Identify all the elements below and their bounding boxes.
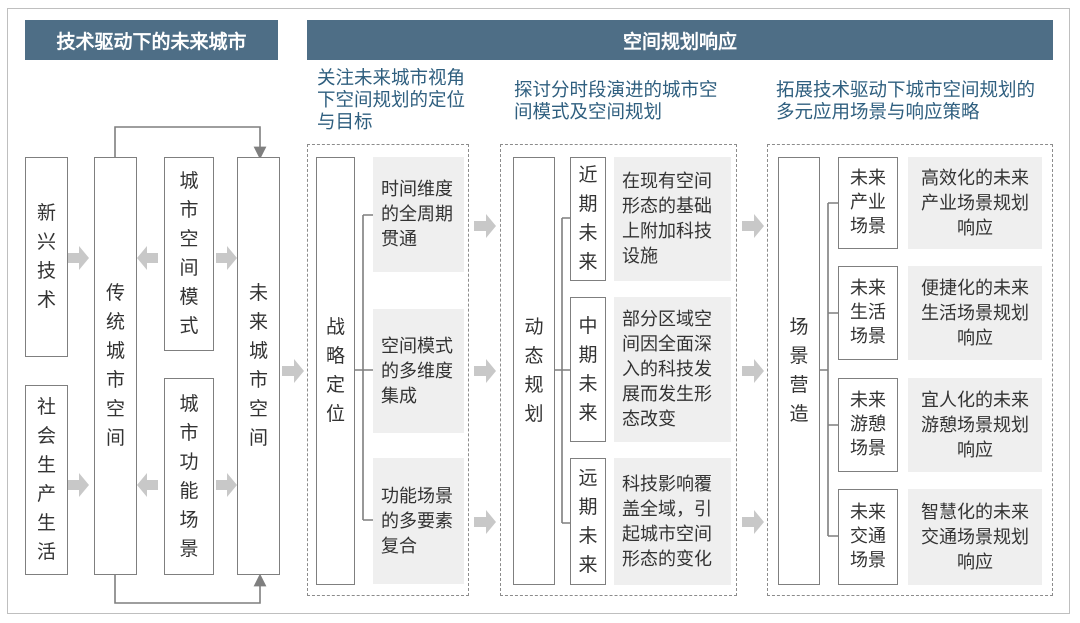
strategic-positioning-box: 战略定位 — [316, 157, 355, 585]
traffic-scene-label: 未来交通场景 — [850, 502, 886, 571]
col1-item-space-text: 空间模式的多维度集成 — [381, 335, 453, 407]
near-future-desc: 在现有空间形态的基础上附加科技设施 — [622, 171, 712, 267]
new-tech-box: 新兴技术 — [25, 157, 68, 357]
recreation-scene-label: 未来游憩场景 — [850, 390, 886, 459]
arrow-col1-b — [474, 359, 496, 383]
recreation-scene-box: 未来游憩场景 — [838, 378, 898, 472]
mid-future-box: 中期未来 — [570, 297, 606, 442]
mid-future-desc-box: 部分区域空间因全面深入的科技发展而发生形态改变 — [614, 297, 731, 442]
bottom-loop-connector — [114, 573, 267, 604]
spatial-mode-label: 城市空间模式 — [179, 170, 199, 337]
col1-item-time: 时间维度的全周期贯通 — [373, 157, 464, 272]
life-scene-box: 未来生活场景 — [838, 266, 898, 360]
future-city-label: 未来城市空间 — [248, 282, 268, 449]
arrow-col1-c — [474, 510, 496, 534]
traditional-city-box: 传统城市空间 — [94, 157, 137, 575]
right-header: 空间规划响应 — [307, 20, 1053, 60]
far-future-desc-box: 科技影响覆盖全域，引起城市空间形态的变化 — [614, 458, 731, 585]
functional-scene-box: 城市功能场景 — [164, 378, 214, 575]
top-loop-connector — [114, 126, 267, 160]
mid-future-desc: 部分区域空间因全面深入的科技发展而发生形态改变 — [622, 309, 712, 430]
spatial-mode-box: 城市空间模式 — [164, 157, 214, 351]
traffic-scene-box: 未来交通场景 — [838, 489, 898, 585]
far-future-box: 远期未来 — [570, 458, 606, 585]
col2-dashed-frame — [500, 144, 737, 596]
industry-scene-label: 未来产业场景 — [850, 168, 886, 237]
col3-branch-lines — [820, 202, 838, 537]
near-future-label: 近期未来 — [578, 164, 598, 273]
industry-response-box: 高效化的未来产业场景规划响应 — [908, 157, 1042, 249]
traffic-response-box: 智慧化的未来交通场景规划响应 — [908, 489, 1042, 585]
arrow-right-upper — [216, 246, 237, 270]
recreation-response-box: 宜人化的未来游憩场景规划响应 — [908, 378, 1042, 472]
arrow-col2-b — [742, 359, 764, 383]
col2-title: 探讨分时段演进的城市空间模式及空间规划 — [514, 80, 718, 123]
recreation-response-text: 宜人化的未来游憩场景规划响应 — [921, 389, 1029, 461]
future-city-box: 未来城市空间 — [237, 157, 280, 575]
col1-title: 关注未来城市视角下空间规划的定位与目标 — [317, 68, 466, 133]
mid-future-label: 中期未来 — [578, 314, 598, 424]
arrow-right-lower — [216, 473, 237, 497]
life-scene-label: 未来生活场景 — [850, 278, 886, 347]
social-production-box: 社会生产生活 — [25, 385, 68, 575]
life-response-text: 便捷化的未来生活场景规划响应 — [921, 277, 1029, 349]
scene-building-label: 场景营造 — [789, 316, 809, 425]
dynamic-planning-box: 动态规划 — [513, 157, 555, 585]
arrow-col2-c — [742, 510, 764, 534]
left-header: 技术驱动下的未来城市 — [25, 20, 278, 60]
col1-dashed-frame — [307, 144, 469, 596]
col1-item-function: 功能场景的多要素复合 — [373, 458, 464, 584]
arrow-social — [68, 473, 89, 497]
far-future-desc: 科技影响覆盖全域，引起城市空间形态的变化 — [622, 473, 712, 570]
arrow-left-upper — [137, 246, 158, 270]
arrow-col2-a — [742, 214, 764, 238]
col1-item-space: 空间模式的多维度集成 — [373, 309, 464, 433]
near-future-desc-box: 在现有空间形态的基础上附加科技设施 — [614, 157, 731, 281]
col3-dashed-frame — [767, 144, 1053, 596]
life-response-box: 便捷化的未来生活场景规划响应 — [908, 266, 1042, 360]
arrow-newtech — [68, 246, 89, 270]
arrow-left-lower — [137, 473, 158, 497]
flow-arrows — [68, 214, 764, 534]
scene-building-box: 场景营造 — [778, 157, 820, 585]
strategic-positioning-label: 战略定位 — [325, 316, 345, 425]
industry-scene-box: 未来产业场景 — [838, 157, 898, 249]
arrow-col1-a — [474, 214, 496, 238]
col1-item-time-text: 时间维度的全周期贯通 — [381, 179, 453, 250]
functional-scene-label: 城市功能场景 — [179, 392, 199, 560]
col3-title: 拓展技术驱动下城市空间规划的多元应用场景与响应策略 — [776, 80, 1036, 123]
far-future-label: 远期未来 — [578, 466, 598, 576]
new-tech-label: 新兴技术 — [36, 202, 56, 311]
traffic-response-text: 智慧化的未来交通场景规划响应 — [921, 501, 1029, 573]
diagram-frame — [7, 8, 1070, 614]
col2-branch-lines — [555, 217, 570, 524]
col1-branch-lines — [355, 214, 373, 521]
industry-response-text: 高效化的未来产业场景规划响应 — [921, 167, 1029, 239]
social-production-label: 社会生产生活 — [36, 396, 56, 563]
dynamic-planning-label: 动态规划 — [524, 316, 544, 425]
arrow-to-col1 — [282, 359, 304, 383]
traditional-city-label: 传统城市空间 — [105, 282, 125, 449]
col1-item-function-text: 功能场景的多要素复合 — [381, 485, 453, 557]
near-future-box: 近期未来 — [570, 157, 606, 281]
